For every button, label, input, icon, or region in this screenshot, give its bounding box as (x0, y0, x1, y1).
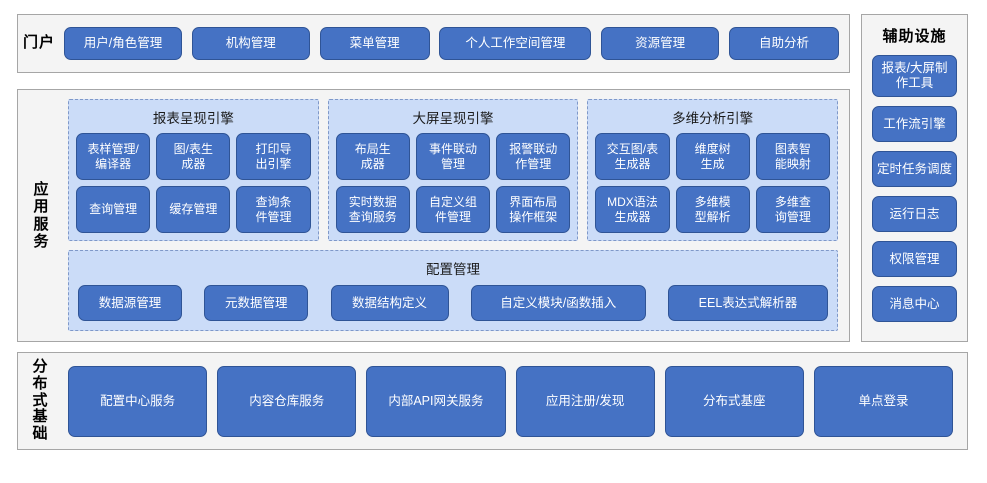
config-item-metadata-management[interactable]: 元数据管理 (204, 285, 309, 321)
aux-item-workflow-engine[interactable]: 工作流引擎 (872, 106, 957, 142)
engine-report-rendering-grid: 表样管理/ 编译器 图/表生 成器 打印导 出引擎 查询管理 缓存管理 查询条 … (76, 133, 311, 233)
base-item-single-sign-on[interactable]: 单点登录 (813, 365, 954, 437)
aux-item-runtime-log[interactable]: 运行日志 (872, 196, 957, 232)
configuration-management-row: 数据源管理 元数据管理 数据结构定义 自定义模块/函数插入 EEL表达式解析器 (78, 285, 828, 321)
engine-multidimensional-analysis-grid: 交互图/表 生成器 维度树 生成 图表智 能映射 MDX语法 生成器 多维模 型… (595, 133, 831, 233)
engine2-item-realtime-data-query-service[interactable]: 实时数据 查询服务 (335, 186, 410, 233)
base-label-char-5: 础 (32, 425, 48, 443)
base-label-char-2: 布 (32, 374, 48, 392)
config-item-datasource-management[interactable]: 数据源管理 (78, 285, 182, 321)
distributed-base-section-label: 分 布 式 基 础 (18, 358, 62, 443)
auxiliary-button-list: 报表/大屏制 作工具 工作流引擎 定时任务调度 运行日志 权限管理 消息中心 (872, 55, 957, 333)
engine2-item-layout-generator[interactable]: 布局生 成器 (335, 133, 410, 180)
portal-section-label: 门户 (22, 34, 55, 52)
engine1-item-print-export-engine[interactable]: 打印导 出引擎 (236, 133, 311, 180)
base-item-content-repository-service[interactable]: 内容仓库服务 (217, 365, 357, 437)
base-item-config-center-service[interactable]: 配置中心服务 (68, 365, 208, 437)
engine3-item-multidimensional-model-parsing[interactable]: 多维模 型解析 (675, 186, 750, 233)
aux-item-report-bigscreen-authoring-tool[interactable]: 报表/大屏制 作工具 (872, 55, 957, 97)
portal-item-organization-management[interactable]: 机构管理 (191, 27, 310, 60)
engine3-item-mdx-syntax-generator[interactable]: MDX语法 生成器 (595, 186, 670, 233)
config-item-data-structure-definition[interactable]: 数据结构定义 (330, 285, 449, 321)
aux-item-scheduled-task-scheduling[interactable]: 定时任务调度 (872, 151, 957, 187)
engine1-item-query-management[interactable]: 查询管理 (76, 186, 151, 233)
app-label-char-3: 服 (33, 215, 49, 233)
engine3-item-interactive-chart-table-generator[interactable]: 交互图/表 生成器 (595, 133, 670, 180)
portal-item-personal-workspace-management[interactable]: 个人工作空间管理 (439, 27, 592, 60)
config-item-eel-expression-parser[interactable]: EEL表达式解析器 (668, 285, 828, 321)
application-services-section: 应 用 服 务 报表呈现引擎 表样管理/ 编译器 图/表生 成器 打印导 出引擎… (17, 89, 850, 342)
base-item-distributed-foundation[interactable]: 分布式基座 (664, 365, 804, 437)
portal-button-row: 用户/角色管理 机构管理 菜单管理 个人工作空间管理 资源管理 自助分析 (60, 15, 849, 72)
config-item-custom-module-function-insertion[interactable]: 自定义模块/函数插入 (470, 285, 646, 321)
engine-multidimensional-analysis: 多维分析引擎 交互图/表 生成器 维度树 生成 图表智 能映射 MDX语法 生成… (587, 99, 839, 241)
engine1-item-chart-table-generator[interactable]: 图/表生 成器 (156, 133, 231, 180)
engine-report-rendering: 报表呈现引擎 表样管理/ 编译器 图/表生 成器 打印导 出引擎 查询管理 缓存… (68, 99, 319, 241)
engine2-item-custom-component-management[interactable]: 自定义组 件管理 (415, 186, 491, 233)
engine-bigscreen-rendering-title: 大屏呈现引擎 (412, 111, 494, 126)
portal-item-menu-management[interactable]: 菜单管理 (319, 27, 430, 60)
aux-item-permission-management[interactable]: 权限管理 (872, 241, 957, 277)
engine1-item-query-condition-management[interactable]: 查询条 件管理 (236, 186, 311, 233)
auxiliary-section-label: 辅助设施 (882, 28, 947, 45)
portal-item-self-service-analysis[interactable]: 自助分析 (728, 27, 839, 60)
auxiliary-facilities-section: 辅助设施 报表/大屏制 作工具 工作流引擎 定时任务调度 运行日志 权限管理 消… (861, 14, 968, 342)
engine2-item-event-linkage-management[interactable]: 事件联动 管理 (415, 133, 491, 180)
engine-multidimensional-analysis-title: 多维分析引擎 (672, 111, 754, 126)
engine-bigscreen-rendering: 大屏呈现引擎 布局生 成器 事件联动 管理 报警联动 作管理 实时数据 查询服务… (327, 99, 579, 241)
portal-section: 门户 用户/角色管理 机构管理 菜单管理 个人工作空间管理 资源管理 自助分析 (17, 14, 850, 73)
base-item-app-registration-discovery[interactable]: 应用注册/发现 (515, 365, 655, 437)
engine-report-rendering-title: 报表呈现引擎 (152, 111, 234, 126)
base-label-char-1: 分 (32, 358, 48, 375)
application-services-body: 报表呈现引擎 表样管理/ 编译器 图/表生 成器 打印导 出引擎 查询管理 缓存… (64, 90, 849, 341)
engine2-item-ui-layout-operation-framework[interactable]: 界面布局 操作框架 (496, 186, 571, 233)
engine-bigscreen-rendering-grid: 布局生 成器 事件联动 管理 报警联动 作管理 实时数据 查询服务 自定义组 件… (335, 133, 571, 233)
base-label-char-4: 基 (32, 408, 48, 426)
base-label-char-3: 式 (32, 391, 48, 409)
app-label-char-1: 应 (33, 181, 49, 198)
engine2-item-alarm-linkage-action-management[interactable]: 报警联动 作管理 (496, 133, 571, 180)
engine1-item-template-management-compiler[interactable]: 表样管理/ 编译器 (76, 133, 151, 180)
app-label-char-4: 务 (33, 232, 49, 250)
aux-item-message-center[interactable]: 消息中心 (872, 286, 957, 322)
portal-item-user-role-management[interactable]: 用户/角色管理 (64, 27, 182, 60)
application-services-section-label: 应 用 服 务 (18, 90, 64, 341)
distributed-base-button-row: 配置中心服务 内容仓库服务 内部API网关服务 应用注册/发现 分布式基座 单点… (62, 353, 967, 449)
engine3-item-chart-smart-mapping[interactable]: 图表智 能映射 (755, 133, 831, 180)
engine3-item-dimension-tree-generation[interactable]: 维度树 生成 (675, 133, 750, 180)
base-item-internal-api-gateway-service[interactable]: 内部API网关服务 (366, 365, 506, 437)
engine1-item-cache-management[interactable]: 缓存管理 (156, 186, 231, 233)
engines-row: 报表呈现引擎 表样管理/ 编译器 图/表生 成器 打印导 出引擎 查询管理 缓存… (68, 99, 839, 241)
configuration-management-title: 配置管理 (426, 262, 480, 277)
portal-item-resource-management[interactable]: 资源管理 (601, 27, 720, 60)
distributed-base-section: 分 布 式 基 础 配置中心服务 内容仓库服务 内部API网关服务 应用注册/发… (17, 352, 968, 450)
engine3-item-multidimensional-query-management[interactable]: 多维查 询管理 (755, 186, 831, 233)
app-label-char-2: 用 (33, 198, 49, 216)
configuration-management-panel: 配置管理 数据源管理 元数据管理 数据结构定义 自定义模块/函数插入 EEL表达… (68, 250, 838, 331)
